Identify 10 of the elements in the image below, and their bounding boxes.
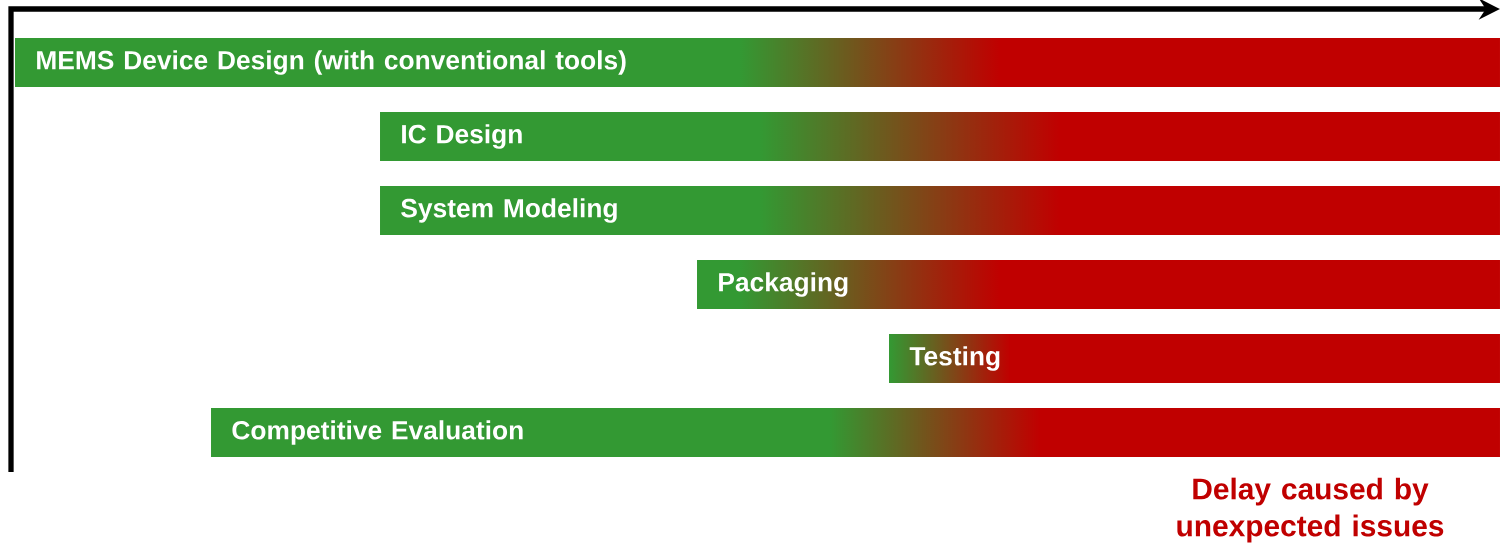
- task-bar: IC Design: [380, 112, 1500, 161]
- task-bar: MEMS Device Design (with conventional tools): [15, 38, 1500, 87]
- task-bar: System Modeling: [380, 186, 1500, 235]
- task-bar: Packaging: [697, 260, 1500, 309]
- node-label: IC Design: [402, 124, 522, 149]
- task-bar: Competitive Evaluation: [211, 408, 1500, 457]
- node-label: Packaging: [719, 272, 848, 297]
- node-label: System Modeling: [401, 198, 617, 223]
- task-bar: Testing: [909, 334, 1500, 383]
- node-label: Testing: [909, 346, 1000, 371]
